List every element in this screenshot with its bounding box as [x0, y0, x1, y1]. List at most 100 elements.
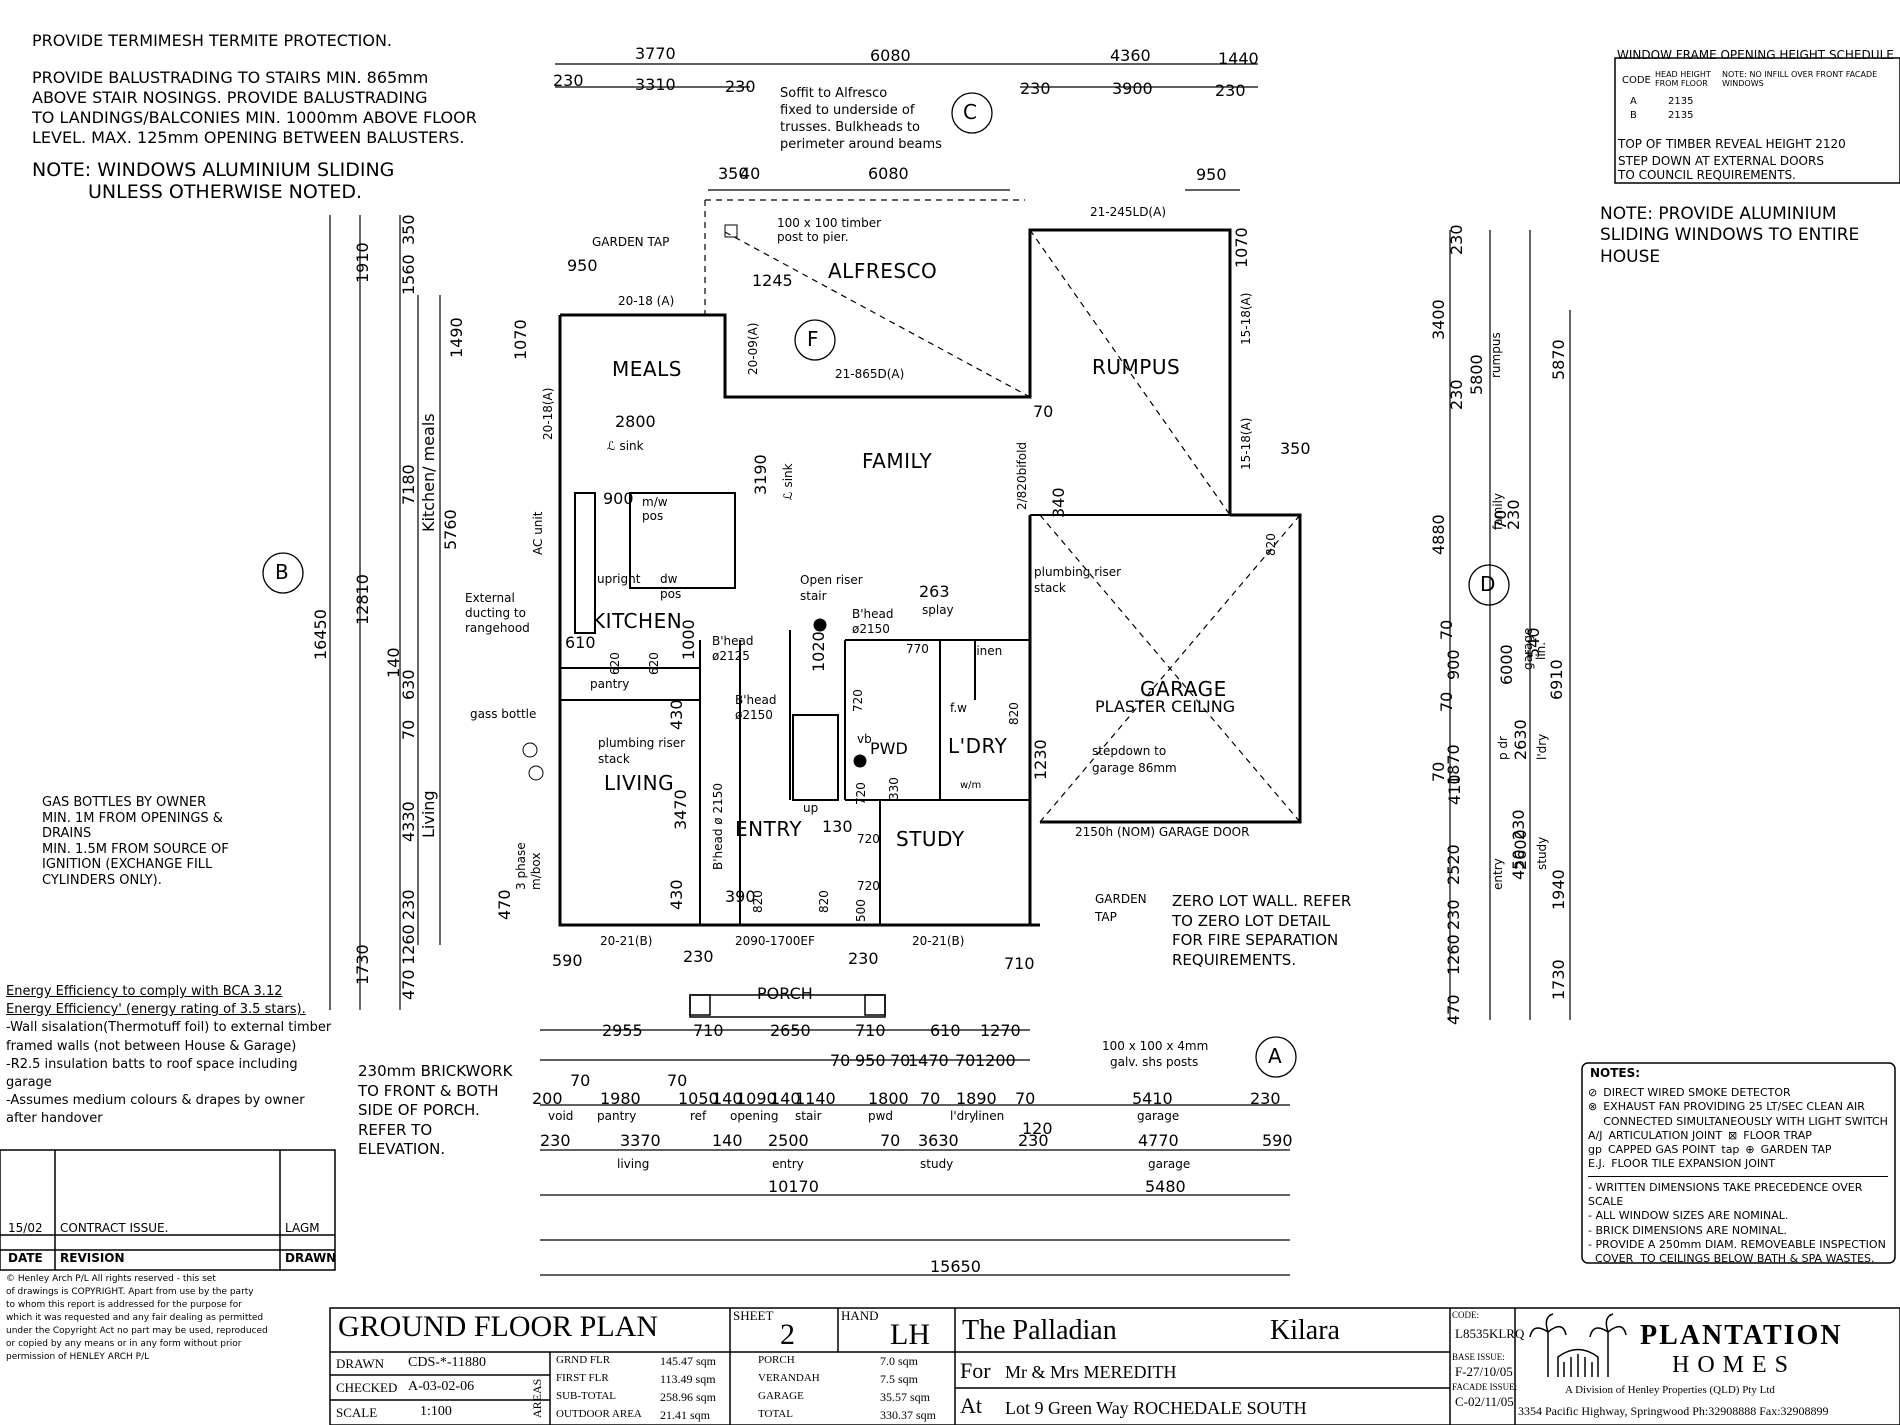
- open-riser-label-2: stair: [800, 589, 827, 603]
- window-code: 21-865D(A): [835, 367, 905, 381]
- room-pantry: pantry: [590, 677, 630, 691]
- dim: 770: [906, 642, 929, 656]
- dim: 5410: [1132, 1089, 1173, 1108]
- dim: 200: [532, 1089, 563, 1108]
- dim: 230: [1018, 1131, 1049, 1150]
- hand-label: HAND: [841, 1308, 879, 1323]
- note-line: garage: [6, 1074, 52, 1090]
- dim: 350: [718, 164, 749, 183]
- dim: study: [920, 1157, 954, 1171]
- soffit-note: Soffit to Alfresco fixed to underside of…: [780, 86, 942, 154]
- balustrade-line: LEVEL. MAX. 125mm OPENING BETWEEN BALUST…: [32, 128, 465, 147]
- dim: 230: [1250, 1089, 1281, 1108]
- articulation-symbol: A/J: [1588, 1128, 1603, 1142]
- garden-tap-label-3: TAP: [1095, 910, 1117, 924]
- ws-code-header: CODE: [1622, 75, 1651, 86]
- dim: garage: [1148, 1157, 1191, 1171]
- area-cell: 113.49 sqm: [660, 1372, 716, 1386]
- dim: 710: [693, 1021, 724, 1040]
- note-line: GAS BOTTLES BY OWNER: [42, 795, 207, 810]
- mw-pos-label-2: pos: [642, 509, 664, 523]
- timber-post-label: 100 x 100 timber: [777, 216, 882, 230]
- dim: 1490: [447, 317, 466, 358]
- dim: 950: [1196, 165, 1227, 184]
- dim: 140: [712, 1131, 743, 1150]
- note-line: MIN. 1.5M FROM SOURCE OF: [42, 841, 229, 857]
- window-schedule-title: WINDOW FRAME OPENING HEIGHT SCHEDULE: [1617, 48, 1894, 62]
- code-value: L8535KLRQ: [1455, 1326, 1525, 1341]
- dim: 3900: [1112, 79, 1153, 98]
- dim: 230: [1447, 379, 1466, 410]
- dim: pantry: [597, 1109, 637, 1123]
- legend-item: E.J.FLOOR TILE EXPANSION JOINT: [1588, 1157, 1888, 1171]
- dim: 330: [887, 777, 901, 800]
- dim: lin.: [1534, 641, 1548, 660]
- revision-date-header: DATE: [8, 1251, 43, 1265]
- area-cell: 35.57 sqm: [880, 1390, 931, 1404]
- brand-address: 3354 Pacific Highway, Springwood Ph:3290…: [1518, 1404, 1829, 1418]
- copyright-line: which it was requested and any fair deal…: [6, 1313, 264, 1324]
- dim: 820: [817, 890, 831, 913]
- dim: 2650: [770, 1021, 811, 1040]
- external-duct-label: External: [465, 591, 515, 605]
- area-cell: OUTDOOR AREA: [556, 1408, 642, 1420]
- room-powder: PWD: [870, 739, 908, 758]
- window-code: 21-245LD(A): [1090, 205, 1167, 219]
- dim: 5800: [1467, 354, 1486, 395]
- dim: l'dry: [950, 1109, 977, 1123]
- dim: 430: [667, 699, 686, 730]
- dim: 470: [1444, 994, 1463, 1025]
- at-label: At: [960, 1393, 982, 1418]
- ac-unit-label: AC unit: [531, 511, 545, 555]
- dim: 3310: [635, 75, 676, 94]
- dim: 1260: [399, 924, 418, 965]
- note-line: TO ZERO LOT DETAIL: [1172, 911, 1331, 930]
- dim: 10170: [768, 1177, 819, 1196]
- revision-drawn-header: DRAWN: [285, 1251, 337, 1265]
- gas-bottle-label: gass bottle: [470, 707, 537, 721]
- note-line: trusses. Bulkheads to: [780, 119, 920, 135]
- dim: 500: [854, 899, 868, 922]
- dim: 70: [1429, 761, 1448, 782]
- dim: 3190: [751, 454, 770, 495]
- upright-label: upright: [597, 572, 641, 586]
- dim: 70: [830, 1051, 851, 1070]
- shs-posts-label: 100 x 100 x 4mm: [1102, 1039, 1209, 1053]
- window-code: 20-21(B): [600, 934, 653, 948]
- note-line: IGNITION (EXCHANGE FILL: [42, 857, 213, 873]
- legend-text: EXHAUST FAN PROVIDING 25 LT/SEC CLEAN AI…: [1603, 1100, 1888, 1128]
- design-name: The Palladian: [962, 1315, 1117, 1346]
- dim: 1050: [678, 1089, 719, 1108]
- dim: 230: [683, 947, 714, 966]
- dim: 7180: [399, 464, 418, 505]
- bulkhead-label-3: B'head: [712, 634, 754, 648]
- dim: 3630: [918, 1131, 959, 1150]
- dim: 1730: [353, 944, 372, 985]
- copyright-line: of drawings is COPYRIGHT. Apart from use…: [6, 1287, 254, 1298]
- legend-item: ⊗EXHAUST FAN PROVIDING 25 LT/SEC CLEAN A…: [1588, 1100, 1888, 1129]
- dim: 620: [647, 652, 661, 675]
- dim: 3400: [1429, 299, 1448, 340]
- bifold-label: 2/820bifold: [1015, 441, 1029, 510]
- ws-height-header: HEAD HEIGHT FROM FLOOR: [1655, 70, 1711, 89]
- note-line: Soffit to Alfresco: [780, 86, 888, 101]
- legend-text: DIRECT WIRED SMOKE DETECTOR: [1603, 1086, 1791, 1099]
- client-name: Mr & Mrs MEREDITH: [1005, 1362, 1177, 1382]
- dim: 1890: [956, 1089, 997, 1108]
- dim: 430: [667, 879, 686, 910]
- ws-row-height: 2135: [1668, 96, 1694, 107]
- area-cell: 21.41 sqm: [660, 1408, 711, 1422]
- dim: 230: [725, 77, 756, 96]
- dim: 140: [770, 1089, 801, 1108]
- garden-tap-symbol: tap: [1721, 1143, 1740, 1157]
- dim: 3770: [635, 44, 676, 63]
- dim: 720: [857, 832, 880, 846]
- dim: 900: [603, 489, 634, 508]
- dw-pos-label: dw: [660, 572, 678, 586]
- hand-value: LH: [890, 1318, 930, 1351]
- ws-row-code: A: [1630, 96, 1637, 107]
- ws-timber: TOP OF TIMBER REVEAL HEIGHT 2120: [1618, 137, 1846, 151]
- dim: 1070: [511, 319, 530, 360]
- floor-waste-label: f.w: [950, 701, 967, 715]
